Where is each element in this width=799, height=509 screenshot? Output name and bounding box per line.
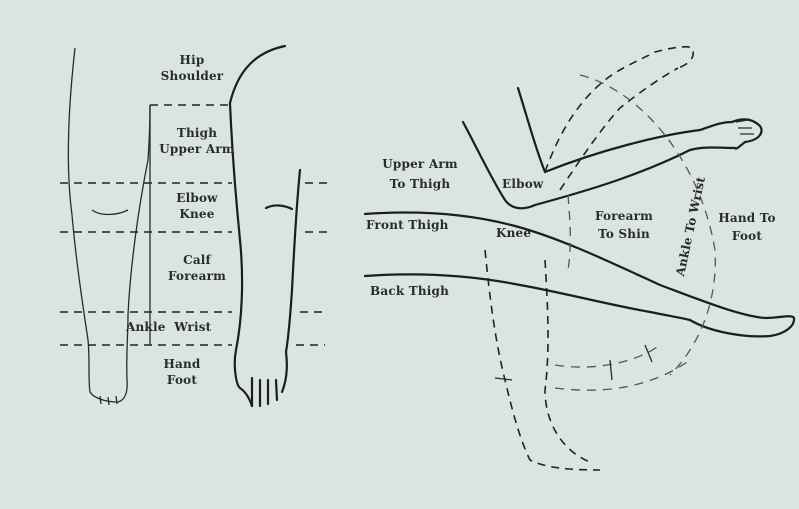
upper-arm-line: Upper Arm [372,156,468,172]
calf-text: Calf [152,252,242,268]
forearm-line: Forearm [584,208,664,224]
left-leg-outline [68,48,150,405]
shoulder-text: Shoulder [152,68,232,84]
hip-text: Hip [152,52,232,68]
hand-foot-label: Hand Foot [142,356,222,388]
upper-arm-to-thigh-label: Upper Arm To Thigh [372,156,468,192]
hand-to-foot-label: Hand To Foot [712,210,782,244]
forearm-to-shin-label: Forearm To Shin [584,208,664,242]
forearm-text: Forearm [152,268,242,284]
to-shin-line: To Shin [584,226,664,242]
back-thigh-label: Back Thigh [370,283,449,299]
elbow-knee-label: Elbow Knee [152,190,242,222]
knee-right-label: Knee [496,225,531,241]
calf-forearm-label: Calf Forearm [152,252,242,284]
hip-shoulder-label: Hip Shoulder [152,52,232,84]
front-thigh-label: Front Thigh [366,217,449,233]
to-thigh-line: To Thigh [372,176,468,192]
foot-text: Foot [142,372,222,388]
foot-line: Foot [712,228,782,244]
thigh-text: Thigh [142,125,252,141]
ankle-wrist-label: Ankle Wrist [126,319,211,335]
left-arm-outline [230,46,300,406]
knee-text: Knee [152,206,242,222]
elbow-text: Elbow [152,190,242,206]
hand-to-line: Hand To [712,210,782,226]
hand-text: Hand [142,356,222,372]
elbow-right-label: Elbow [502,176,543,192]
thigh-upperarm-label: Thigh Upper Arm [142,125,252,157]
upper-arm-text: Upper Arm [142,141,252,157]
